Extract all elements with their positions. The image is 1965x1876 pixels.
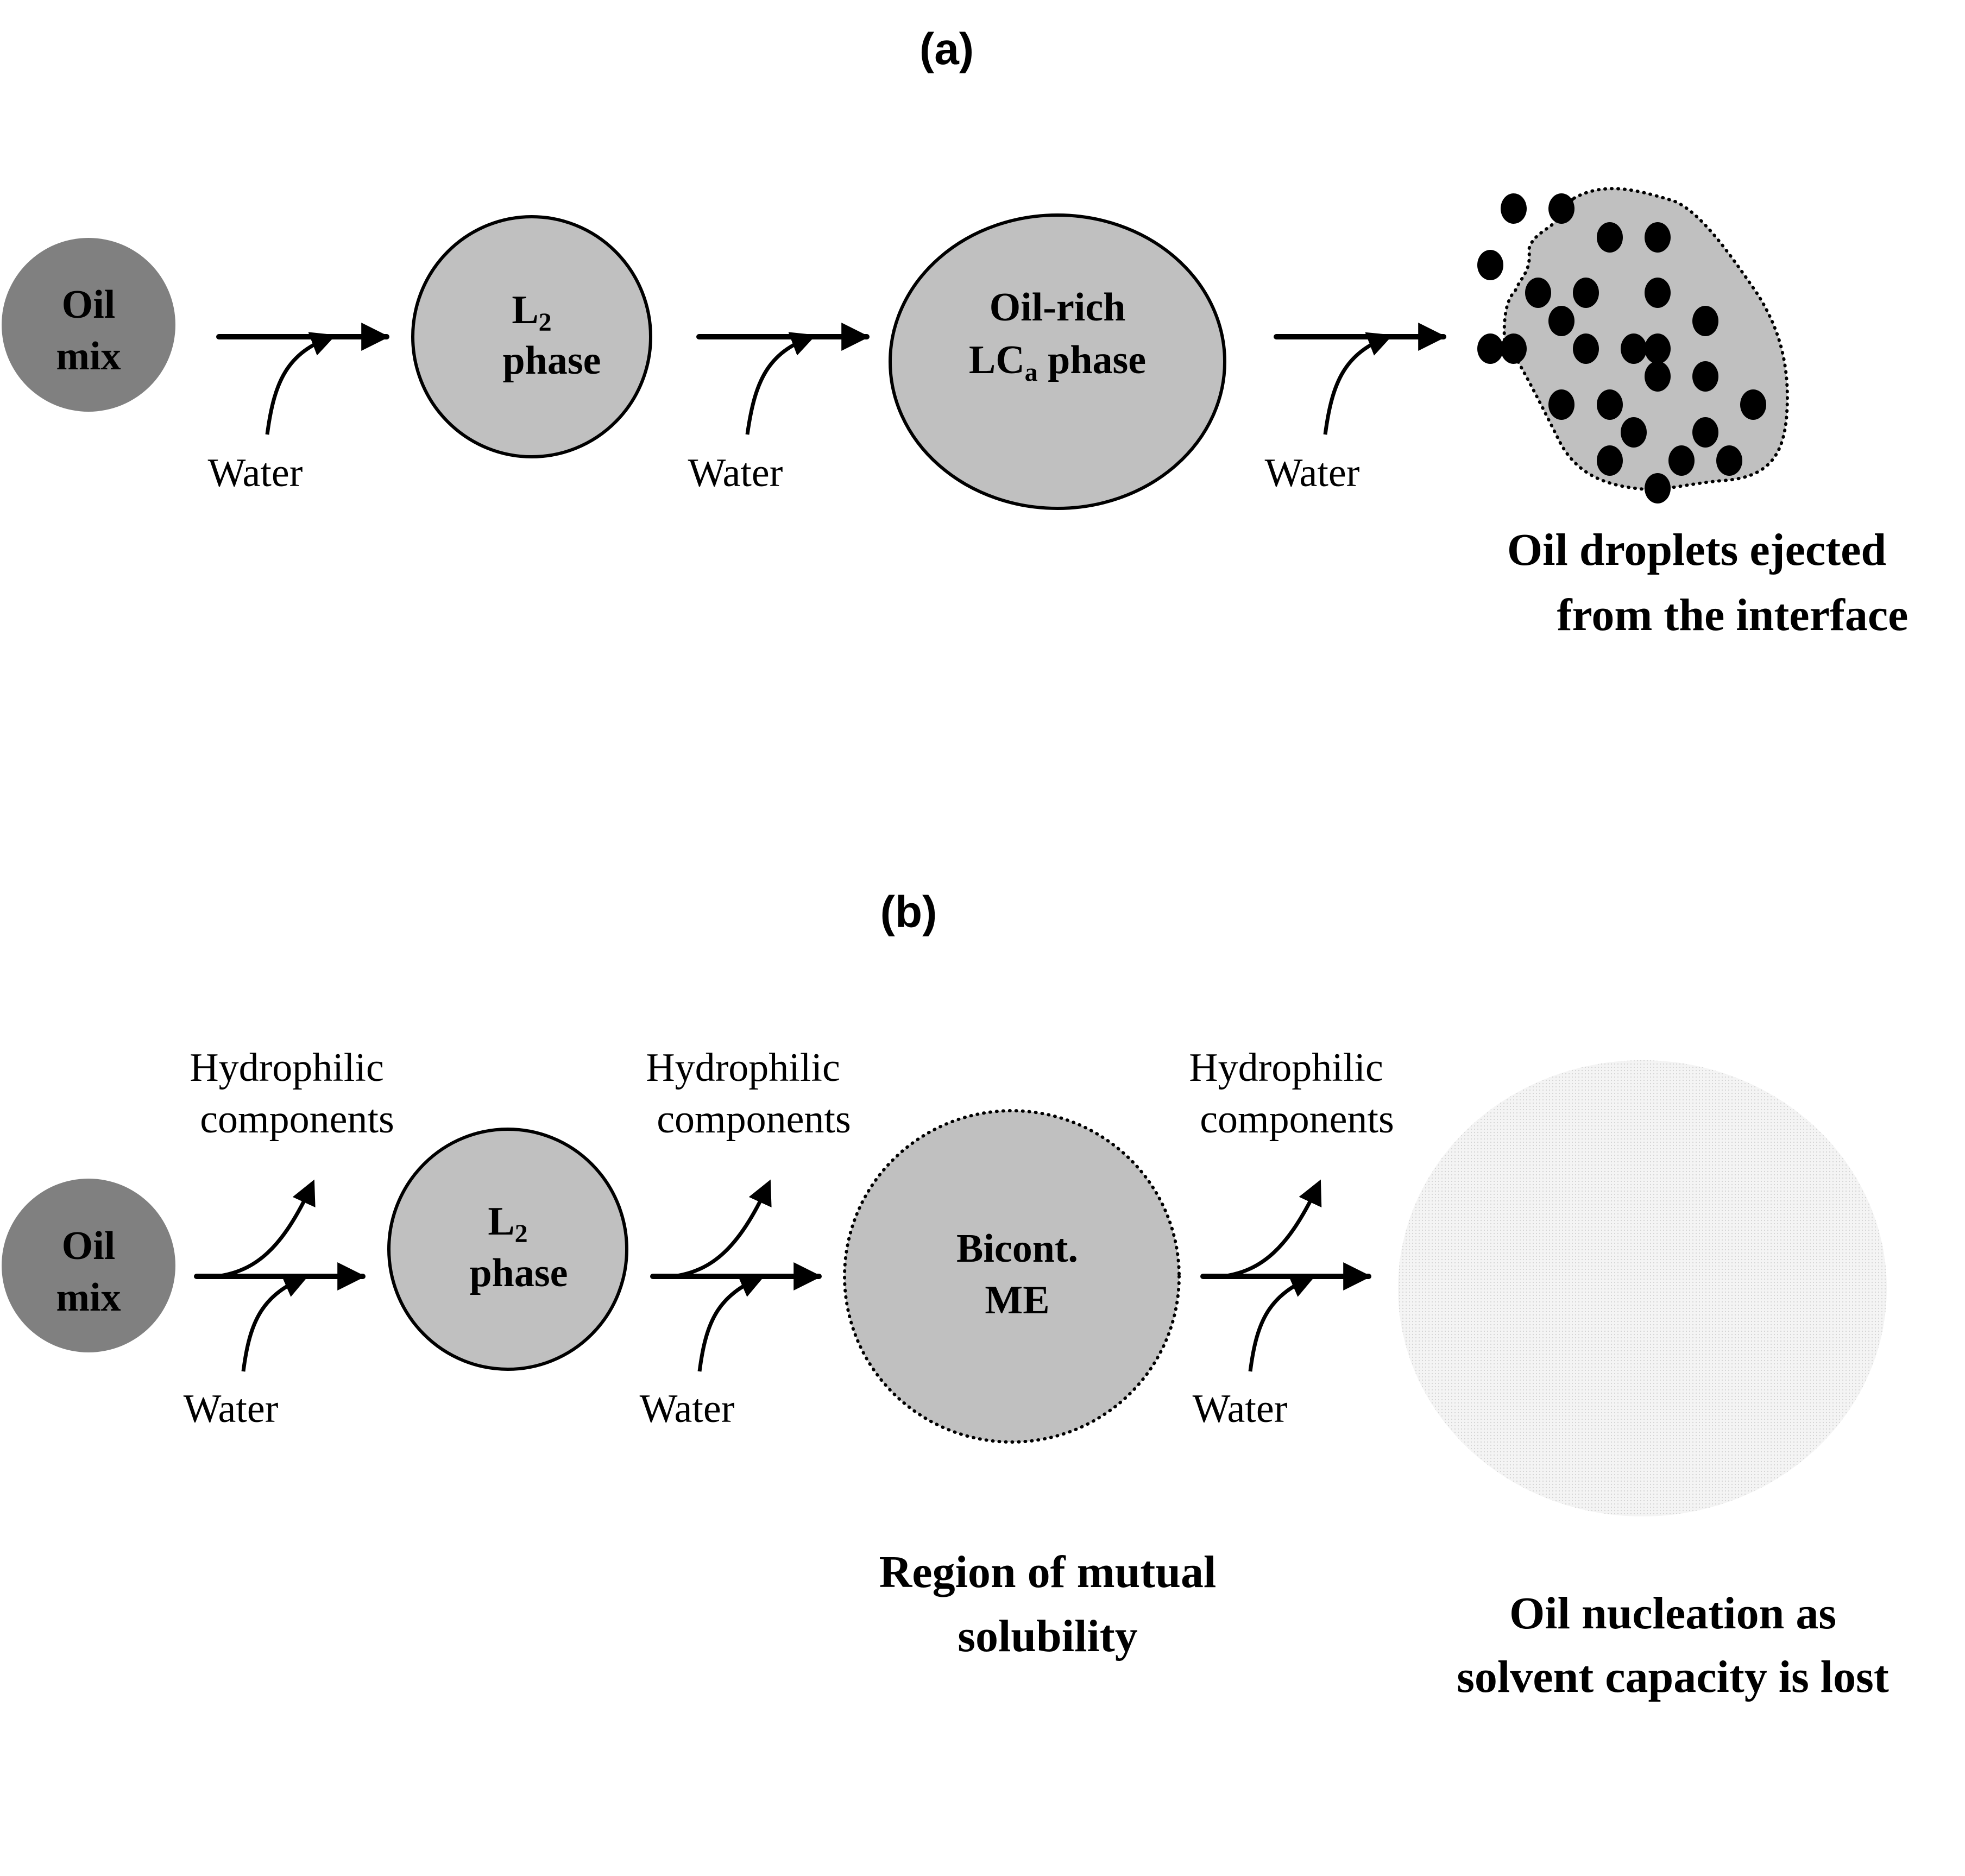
oil-droplet <box>1668 445 1695 476</box>
lca-label-line2: LCa phase <box>969 338 1146 387</box>
oil-droplet <box>1597 445 1623 476</box>
water-label: Water <box>1193 1387 1288 1431</box>
oil-mix-label-line2: mix <box>56 1275 121 1320</box>
oil-droplet <box>1597 389 1623 420</box>
hydrophilic-label-line1: Hydrophilic <box>190 1046 384 1090</box>
oil-droplet <box>1548 193 1574 224</box>
oil-droplet <box>1692 306 1718 336</box>
water-label: Water <box>184 1387 279 1431</box>
oil-droplet <box>1477 333 1503 364</box>
caption-mutual-line2: solubility <box>958 1611 1137 1661</box>
oil-droplet <box>1692 361 1718 392</box>
oil-droplet <box>1621 333 1647 364</box>
hydrophilic-label-line2: components <box>200 1097 394 1142</box>
oil-droplet <box>1645 473 1671 503</box>
caption-nucleation-line1: Oil nucleation as <box>1509 1588 1836 1639</box>
l2-phase-node-b: L2 phase <box>387 1128 628 1371</box>
oil-droplet <box>1573 278 1599 308</box>
water-arrow-a2 <box>696 323 870 435</box>
oil-mix-label-line1: Oil <box>62 282 116 327</box>
oil-droplet <box>1621 417 1647 448</box>
oil-droplet <box>1645 222 1671 253</box>
oil-droplets-blob <box>1477 187 1789 503</box>
oil-droplet <box>1645 333 1671 364</box>
oil-droplet <box>1716 445 1742 476</box>
water-label: Water <box>1265 451 1360 495</box>
oil-droplet <box>1645 278 1671 308</box>
lca-phase-node: Oil-rich LCa phase <box>889 213 1226 510</box>
panel-b-label: (b) <box>880 887 937 937</box>
hydrophilic-label-line1: Hydrophilic <box>1189 1046 1383 1090</box>
bicont-label-line2: ME <box>985 1278 1049 1323</box>
nucleation-faded-circle <box>1398 1060 1887 1516</box>
panel-a-label: (a) <box>919 24 974 74</box>
water-arrow-a1 <box>216 323 390 435</box>
caption-droplets-line2: from the interface <box>1557 590 1909 640</box>
oil-droplet <box>1548 306 1574 336</box>
water-label: Water <box>208 451 303 495</box>
exchange-arrow-b3 <box>1200 1179 1372 1372</box>
oil-droplet <box>1740 389 1766 420</box>
exchange-arrow-b2 <box>650 1179 822 1372</box>
oil-droplet <box>1597 222 1623 253</box>
hydrophilic-label-line2: components <box>1200 1097 1394 1142</box>
oil-mix-label-line2: mix <box>56 334 121 379</box>
oil-droplet <box>1645 361 1671 392</box>
l2-label-line2: phase <box>470 1251 568 1295</box>
interface-outline <box>1502 187 1789 491</box>
water-arrow-a3 <box>1274 323 1447 435</box>
oil-droplet <box>1692 417 1718 448</box>
hydrophilic-label-line2: components <box>657 1097 851 1142</box>
exchange-arrow-b1 <box>194 1179 366 1372</box>
oil-droplet <box>1477 250 1503 280</box>
lca-label-line1: Oil-rich <box>990 285 1126 330</box>
hydrophilic-label-line1: Hydrophilic <box>646 1046 840 1090</box>
l2-label-line2: phase <box>503 338 601 383</box>
l2-phase-node-a: L2 phase <box>411 215 652 458</box>
oil-droplet <box>1501 193 1527 224</box>
bicont-label-line1: Bicont. <box>956 1226 1078 1271</box>
caption-droplets-line1: Oil droplets ejected <box>1507 525 1886 575</box>
oil-mix-node-b: Oil mix <box>2 1179 175 1352</box>
oil-mix-label-line1: Oil <box>62 1224 116 1268</box>
l2-label-line1: L2 <box>488 1199 527 1248</box>
oil-droplet <box>1548 389 1574 420</box>
oil-droplet <box>1525 278 1551 308</box>
oil-droplet <box>1573 333 1599 364</box>
oil-droplet <box>1501 333 1527 364</box>
bicont-me-node: Bicont. ME <box>843 1109 1181 1444</box>
l2-label-line1: L2 <box>512 288 551 337</box>
water-label: Water <box>688 451 783 495</box>
water-label: Water <box>640 1387 735 1431</box>
oil-mix-node-a: Oil mix <box>2 238 175 412</box>
caption-nucleation-line2: solvent capacity is lost <box>1457 1652 1889 1702</box>
caption-mutual-line1: Region of mutual <box>879 1547 1217 1597</box>
